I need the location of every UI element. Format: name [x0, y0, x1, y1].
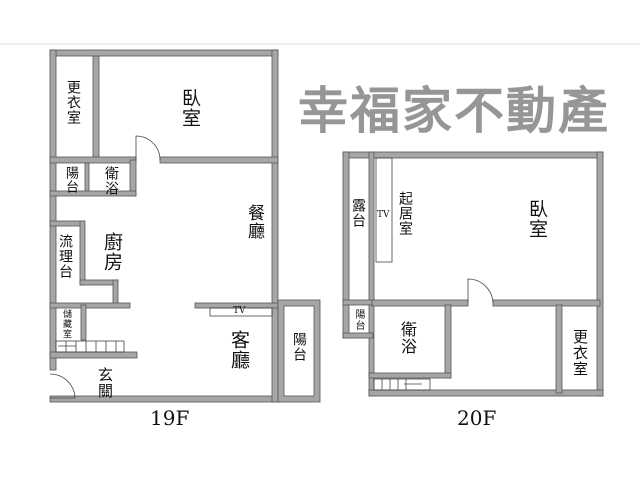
room-label-living-room: 客廳	[228, 330, 250, 370]
staircase-19f	[55, 340, 125, 353]
staircase-20f	[373, 378, 431, 391]
tv-label-20f: TV	[377, 210, 390, 220]
room-label-kitchen: 廚房	[101, 232, 123, 272]
room-label-family-room: 起居室	[397, 191, 413, 236]
entrance-door-arc	[49, 373, 76, 399]
room-label-bedroom-20f: 臥室	[526, 199, 548, 239]
floor-label-19f: 19F	[150, 406, 190, 430]
room-label-balcony: 陽台	[291, 332, 307, 362]
room-label-entrance: 玄關	[96, 367, 114, 399]
room-label-bathroom: 衛浴	[103, 166, 119, 196]
room-label-storage: 儲藏室	[61, 309, 71, 339]
walls-20f	[342, 151, 604, 397]
room-label-bathroom-20f: 衛浴	[398, 321, 417, 355]
room-label-counter: 流理台	[57, 234, 73, 279]
door-arc	[135, 135, 161, 161]
room-label-dressing-room-20f: 更衣室	[571, 329, 589, 377]
watermark: 幸福家不動產	[298, 82, 610, 140]
room-label-dressing-room: 更衣室	[65, 80, 81, 125]
room-label-bedroom: 臥室	[179, 88, 201, 128]
room-label-balcony-small: 陽台	[63, 166, 78, 194]
door-arc	[467, 278, 494, 304]
tv-label: TV	[233, 306, 246, 316]
room-label-balcony-20f: 陽台	[353, 309, 364, 331]
room-label-terrace: 露台	[350, 198, 366, 228]
walls-19f	[49, 49, 321, 403]
room-label-dining-room: 餐廳	[244, 204, 264, 240]
floor-label-20f: 20F	[457, 406, 497, 430]
